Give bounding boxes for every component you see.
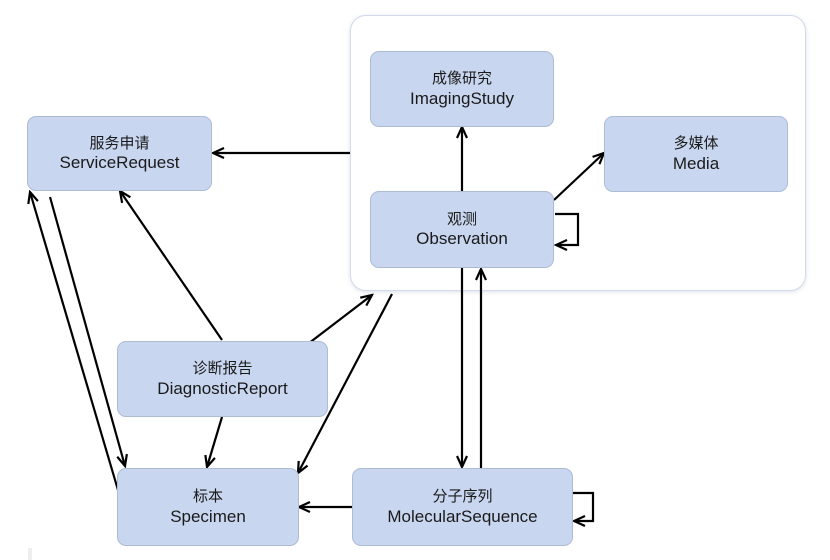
node-molecularsequence-zh: 分子序列 [432,487,493,505]
edge-specimen-to-servicerequest [30,192,120,491]
node-specimen[interactable]: 标本 Specimen [117,468,299,546]
node-servicerequest[interactable]: 服务申请 ServiceRequest [27,116,212,191]
node-media[interactable]: 多媒体 Media [604,116,788,192]
node-media-zh: 多媒体 [673,134,719,152]
node-specimen-en: Specimen [170,506,246,526]
edge-observation-to-media [553,153,604,201]
node-observation-zh: 观测 [446,209,477,228]
node-media-en: Media [672,153,720,173]
edge-diagnosticreport-to-group [299,295,372,351]
node-imagingstudy[interactable]: 成像研究 ImagingStudy [370,51,554,127]
node-observation-en: Observation [416,229,508,249]
node-diagnosticreport-en: DiagnosticReport [157,378,288,398]
node-observation[interactable]: 观测 Observation [370,191,554,268]
node-molecularsequence[interactable]: 分子序列 MolecularSequence [352,468,573,546]
edge-molecularsequence-self-loop [573,491,595,521]
edge-observation-self-loop [555,212,580,245]
node-diagnosticreport[interactable]: 诊断报告 DiagnosticReport [117,341,328,417]
corner-artifact [28,548,32,560]
node-diagnosticreport-zh: 诊断报告 [192,359,253,377]
node-imagingstudy-en: ImagingStudy [410,88,514,108]
node-specimen-zh: 标本 [192,487,223,505]
edge-group-to-specimen [298,293,393,473]
node-servicerequest-en: ServiceRequest [59,153,180,173]
node-molecularsequence-en: MolecularSequence [387,506,538,526]
edge-diagnosticreport-to-servicerequest [120,191,223,341]
node-servicerequest-zh: 服务申请 [89,133,150,152]
edge-diagnosticreport-to-specimen [207,416,224,467]
edge-servicerequest-to-specimen [48,196,125,466]
node-imagingstudy-zh: 成像研究 [431,69,492,87]
